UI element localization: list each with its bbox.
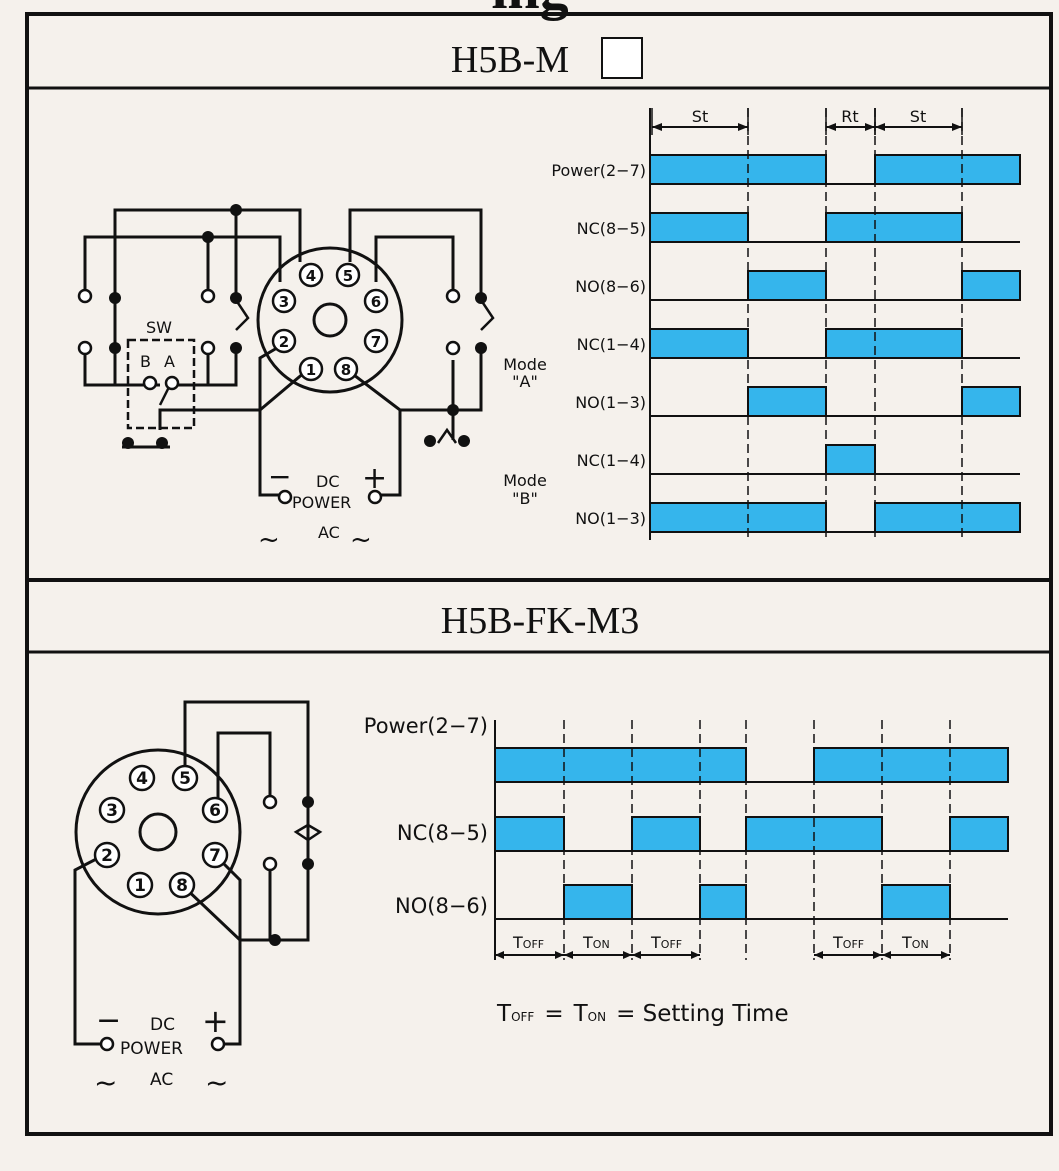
signal-label-no-8-6: NO(8−6) (575, 277, 646, 296)
h5b-fk-m3-pulse (494, 747, 747, 783)
minus-sign-2: − (96, 1003, 121, 1038)
h5b-fk-m3-pulse (494, 816, 565, 852)
svg-text:7: 7 (209, 846, 221, 866)
svg-text:1: 1 (306, 361, 316, 379)
signal-label-power-2: Power(2−7) (364, 714, 488, 738)
timing-chart-h5b-m (649, 108, 1021, 540)
signal-label-nc-1-4-a: NC(1−4) (577, 335, 646, 354)
blank-box (601, 37, 643, 79)
mode-b-line1: Mode (503, 471, 547, 490)
tilde-sign: ~ (258, 525, 280, 555)
svg-text:5: 5 (343, 267, 353, 285)
h5b-fk-m3-pulse (881, 884, 951, 920)
signal-label-no-1-3-b: NO(1−3) (575, 509, 646, 528)
h5b-fk-m3-pulse (563, 884, 633, 920)
svg-text:3: 3 (106, 801, 118, 821)
span-arrowhead (652, 123, 748, 131)
section-title-h5b-fk-m3: H5B-FK-M3 (441, 600, 639, 642)
section-title-h5b-m: H5B-M (451, 39, 569, 81)
terminal-dots (109, 204, 487, 449)
h5b-fk-m3-pulse (631, 816, 701, 852)
svg-text:TOFF: TOFF (512, 933, 544, 952)
svg-text:TOFF: TOFF (832, 933, 864, 952)
span-label-rt: Rt (841, 107, 858, 126)
switch-b-label: B (140, 352, 151, 371)
h5b-m-pulse (747, 270, 827, 301)
svg-text:6: 6 (209, 801, 221, 821)
svg-text:4: 4 (136, 769, 148, 789)
span-arrowhead (826, 123, 875, 131)
svg-text:2: 2 (101, 846, 113, 866)
h5b-m-pulse (649, 212, 749, 243)
sw-label: SW (146, 318, 172, 337)
svg-text:8: 8 (341, 361, 351, 379)
svg-text:TON: TON (901, 933, 929, 952)
span-label-st: St (692, 107, 708, 126)
svg-text:1: 1 (134, 876, 146, 896)
h5b-m-pulse (961, 270, 1021, 301)
svg-text:3: 3 (279, 293, 289, 311)
h5b-m-pulse (825, 328, 963, 359)
svg-text:TOFF: TOFF (650, 933, 682, 952)
ac-label: AC (318, 523, 340, 542)
tilde-sign-2: ~ (94, 1066, 117, 1099)
signal-label-power: Power(2−7) (551, 161, 646, 180)
minus-sign: − (268, 460, 291, 493)
pin-labels: 4 5 3 6 2 7 1 8 (279, 267, 381, 379)
signal-label-nc-1-4-b: NC(1−4) (577, 451, 646, 470)
svg-text:TON: TON (582, 933, 610, 952)
mode-a-line2: "A" (512, 372, 538, 391)
power-label: POWER (292, 493, 351, 512)
ac-label-2: AC (150, 1070, 173, 1090)
signal-label-nc-8-5: NC(8−5) (577, 219, 646, 238)
switch-a-label: A (164, 352, 175, 371)
h5b-m-pulse (649, 328, 749, 359)
terminal-screws-2 (99, 794, 278, 1052)
h5b-m-pulse (961, 386, 1021, 417)
svg-text:5: 5 (179, 769, 191, 789)
plus-sign-2: + (202, 1002, 229, 1040)
power-label-2: POWER (120, 1039, 183, 1059)
formula: TOFF=TON= Setting Time (496, 1001, 789, 1027)
h5b-m-pulse (874, 154, 1021, 185)
h5b-fk-m3-pulse (813, 747, 1009, 783)
t-labels: TOFF TON TOFF TOFF TON (512, 933, 929, 952)
span-arrowhead (875, 123, 962, 131)
mode-a-line1: Mode (503, 355, 547, 374)
tilde-sign: ~ (350, 525, 372, 555)
dc-label: DC (316, 472, 340, 491)
plus-sign: + (362, 461, 387, 496)
h5b-m-pulse (649, 502, 827, 533)
h5b-fk-m3-pulse (699, 884, 747, 920)
mode-b-line2: "B" (512, 489, 538, 508)
svg-text:2: 2 (279, 333, 289, 351)
svg-text:4: 4 (306, 267, 316, 285)
signal-label-no-1-3-a: NO(1−3) (575, 393, 646, 412)
socket-pins-2 (93, 764, 229, 899)
h5b-m-pulse (825, 212, 963, 243)
page-title-fragment: ing (491, 0, 568, 21)
socket-pins (271, 262, 389, 382)
wiring-diagram-h5b-fk-m3 (73, 700, 323, 1046)
h5b-m-pulse (874, 502, 1021, 533)
h5b-m-pulse (825, 444, 876, 475)
h5b-fk-m3-pulse (949, 816, 1009, 852)
tilde-sign-2: ~ (205, 1066, 228, 1099)
svg-text:7: 7 (371, 333, 381, 351)
terminal-dots-2 (269, 796, 314, 946)
outer-frame (25, 12, 1053, 1136)
svg-text:6: 6 (371, 293, 381, 311)
svg-text:8: 8 (176, 876, 188, 896)
h5b-m-pulse (747, 386, 827, 417)
span-label-st-2: St (910, 107, 926, 126)
signal-label-nc-8-5-2: NC(8−5) (397, 821, 488, 845)
timing-chart-h5b-fk-m3 (494, 720, 1009, 960)
signal-label-no-8-6-2: NO(8−6) (395, 894, 488, 918)
dc-label-2: DC (150, 1015, 175, 1035)
pin-labels-2: 4 5 3 6 2 7 1 8 (101, 769, 221, 896)
h5b-m-pulse (649, 154, 827, 185)
terminal-screws (77, 288, 461, 505)
